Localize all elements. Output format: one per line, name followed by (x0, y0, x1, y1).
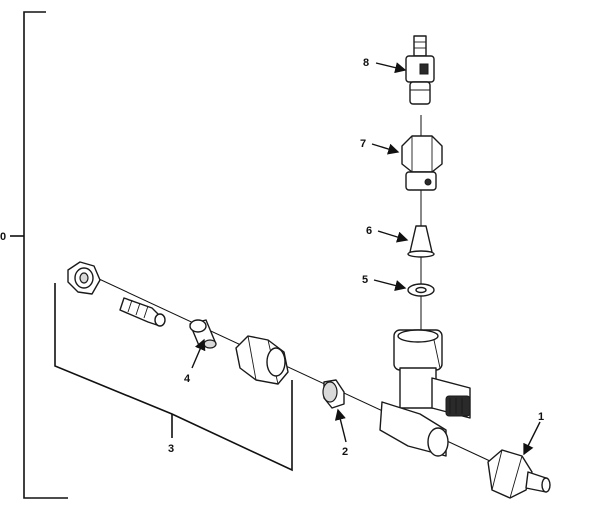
part-6-ferrule (407, 225, 435, 258)
leader-2 (334, 408, 347, 443)
part-4-sleeve (189, 319, 217, 349)
leader-6 (377, 230, 409, 243)
leader-5 (373, 279, 407, 291)
callout-2: 2 (342, 446, 348, 458)
part-2-plug (322, 379, 345, 409)
part-5-washer (407, 283, 435, 297)
callout-3: 3 (168, 443, 174, 455)
callout-4: 4 (184, 373, 191, 385)
leader-7 (371, 143, 400, 155)
group-3-barbed-fitting (119, 297, 166, 327)
group-3-hex-fitting (235, 335, 289, 385)
leader-1 (523, 421, 541, 456)
callout-6: 6 (366, 225, 372, 237)
leader-4 (191, 338, 206, 369)
assembly-label: 0 (0, 231, 6, 243)
callout-1: 1 (538, 411, 544, 423)
group-3-hex-nut (67, 261, 101, 295)
part-7-hex-fitting (401, 135, 443, 191)
assembly-bracket (10, 11, 68, 499)
callout-8: 8 (363, 57, 369, 69)
group-3-bracket (54, 283, 293, 472)
callout-5: 5 (362, 274, 368, 286)
tee-valve-body (379, 329, 471, 457)
leader-8 (375, 62, 407, 74)
part-8-barbed-connector (405, 35, 435, 105)
callout-7: 7 (360, 138, 366, 150)
part-1-barbed-nut (487, 449, 551, 499)
